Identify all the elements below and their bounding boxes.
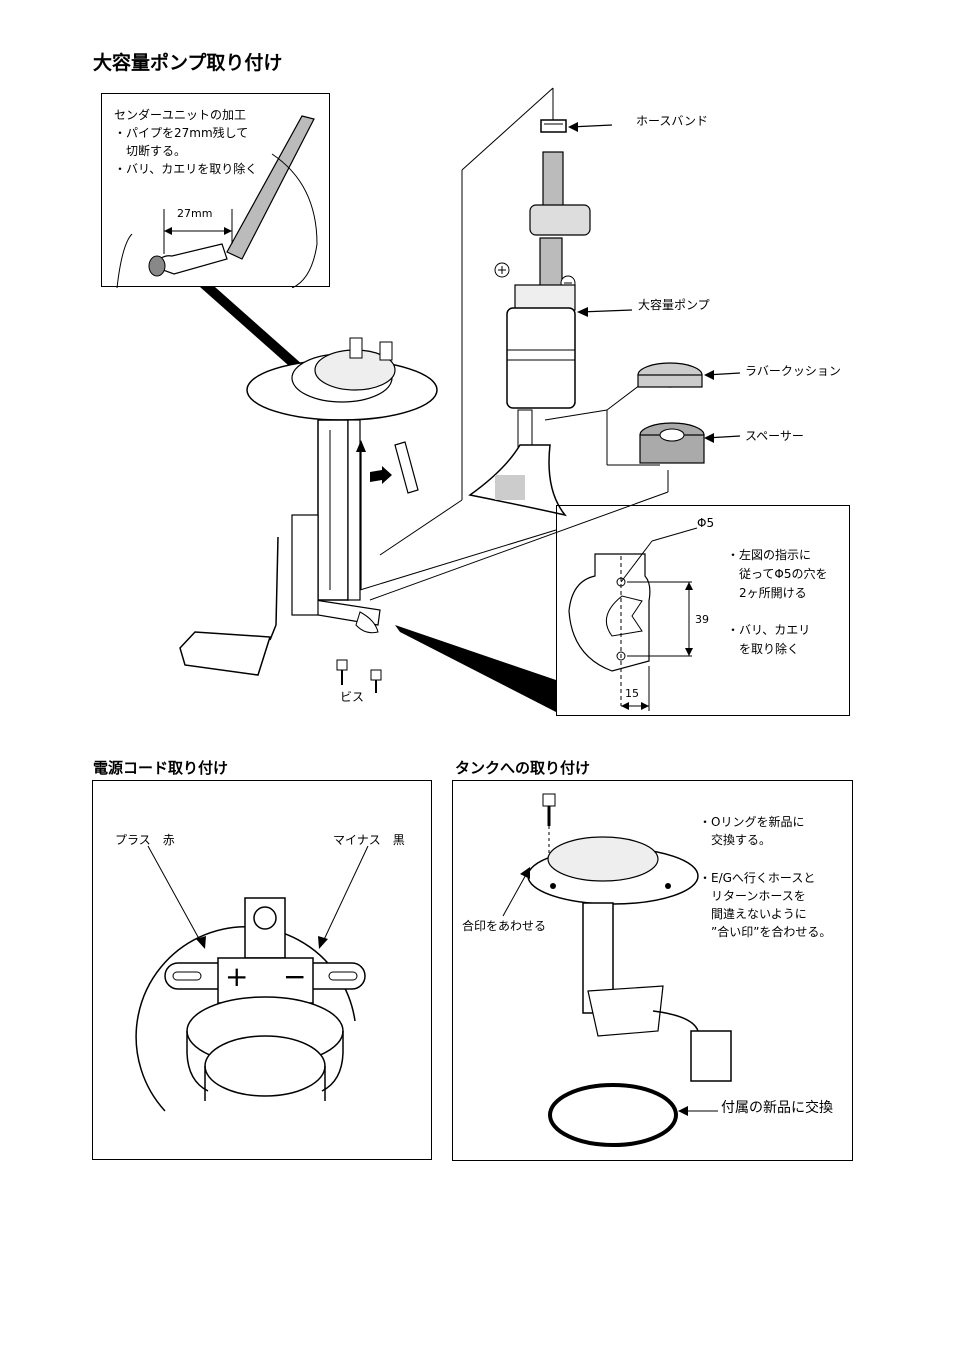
pipe-cut-drawing — [116, 115, 318, 288]
detail-dim-15: 15 — [625, 687, 639, 700]
tank-hose-line-2: リターンホースを — [699, 889, 806, 903]
section-title-tank: タンクへの取り付け — [455, 759, 591, 777]
detail-dim-39: 39 — [695, 613, 709, 626]
detail-line-4: ・バリ、カエリ — [727, 623, 811, 637]
inset-line-1: センダーユニットの加工 — [114, 108, 247, 122]
tank-oring-line-2: 交換する。 — [699, 833, 772, 847]
tank-gasket-label: 付属の新品に交換 — [721, 1100, 833, 1116]
inset-line-3: 切断する。 — [114, 144, 187, 158]
pump-terminal-drawing — [135, 845, 369, 1112]
cord-minus-symbol: − — [283, 960, 307, 993]
cord-panel: プラス 赤 マイナス 黒 + − — [92, 780, 432, 1160]
tank-hose-line-3: 間違えないように — [699, 907, 807, 921]
section-title-pump: 大容量ポンプ取り付け — [93, 52, 283, 74]
pump-exploded-diagram — [179, 87, 741, 712]
tank-align-label: 合印をあわせる — [462, 919, 547, 933]
detail-line-1: ・左図の指示に — [727, 548, 812, 562]
tank-panel: ・Oリングを新品に 交換する。 ・E/Gへ行くホースと リターンホースを 間違え… — [452, 780, 853, 1161]
label-spacer: スペーサー — [745, 429, 804, 443]
inset-line-4: ・バリ、カエリを取り除く — [114, 162, 258, 176]
label-pump: 大容量ポンプ — [638, 298, 710, 312]
inset-pipe-cut: センダーユニットの加工 ・パイプを27mm残して 切断する。 ・バリ、カエリを取… — [101, 93, 330, 288]
tank-hose-line-1: ・E/Gへ行くホースと — [699, 871, 816, 885]
detail-line-5: を取り除く — [727, 642, 800, 656]
cord-plus-label: プラス 赤 — [115, 833, 175, 847]
tank-oring-line-1: ・Oリングを新品に — [699, 815, 805, 829]
bracket-drawing — [568, 527, 698, 711]
cord-minus-label: マイナス 黒 — [333, 833, 405, 847]
section-title-cord: 電源コード取り付け — [93, 759, 229, 777]
inset-dim-27mm: 27mm — [177, 207, 213, 220]
tank-hose-line-4: ”合い印”を合わせる。 — [699, 925, 832, 939]
detail-drill-holes: Φ5 ・左図の指示に 従ってΦ5の穴を 2ヶ所開ける ・バリ、カエリ を取り除く… — [556, 505, 850, 716]
label-screw: ビス — [340, 690, 365, 704]
detail-line-3: 2ヶ所開ける — [727, 586, 807, 600]
label-rubber-cushion: ラバークッション — [745, 364, 841, 378]
detail-dia: Φ5 — [697, 516, 715, 530]
inset-line-2: ・パイプを27mm残して — [114, 126, 249, 140]
label-hose-band: ホースバンド — [636, 114, 709, 128]
cord-plus-symbol: + — [225, 960, 249, 993]
detail-line-2: 従ってΦ5の穴を — [727, 567, 828, 581]
tank-install-drawing — [502, 793, 732, 1147]
